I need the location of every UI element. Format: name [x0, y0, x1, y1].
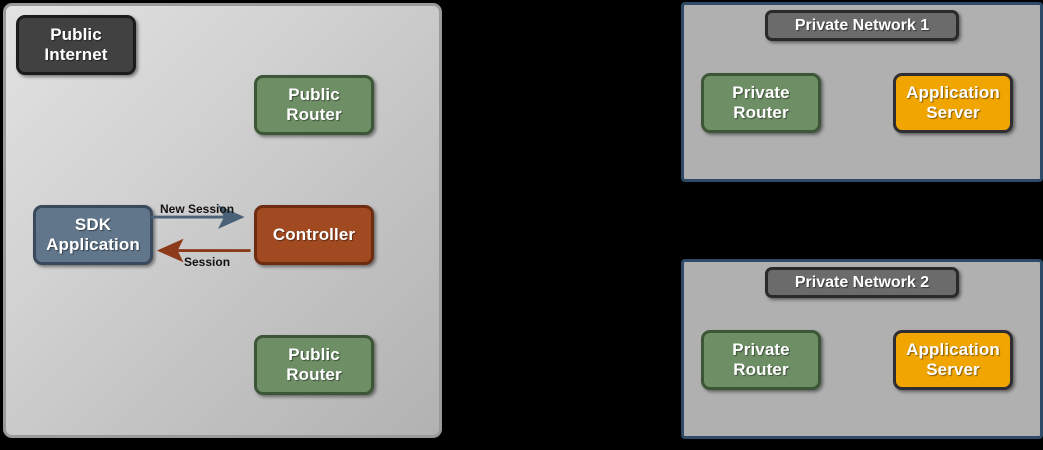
- node-controller[interactable]: Controller: [254, 205, 374, 265]
- arrow-label-session: Session: [184, 255, 231, 269]
- arrow-label-new-session: New Session: [160, 202, 235, 216]
- private-network-2-badge: Private Network 2: [765, 267, 959, 298]
- private-network-1-badge: Private Network 1: [765, 10, 959, 41]
- node-controller-label: Controller: [272, 224, 356, 244]
